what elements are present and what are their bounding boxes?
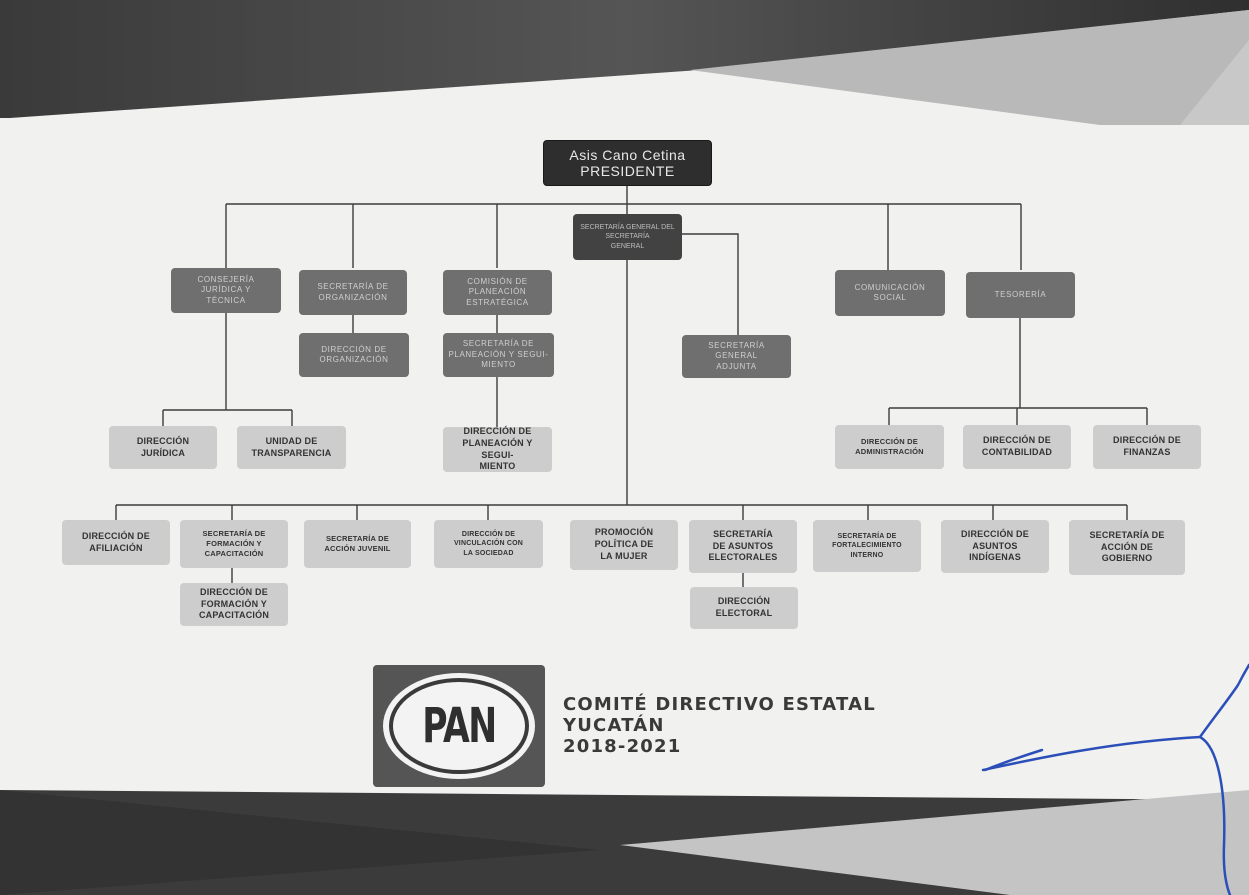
training-directorate-box: DIRECCIÓN DE FORMACIÓN Y CAPACITACIÓN (180, 583, 288, 626)
logo-text: PAN (422, 698, 497, 754)
committee-heading: COMITÉ DIRECTIVO ESTATAL YUCATÁN 2018-20… (563, 694, 876, 757)
society-liaison-directorate-box: DIRECCIÓN DE VINCULACIÓN CON LA SOCIEDAD (434, 520, 543, 568)
affiliation-directorate-box: DIRECCIÓN DE AFILIACIÓN (62, 520, 170, 565)
electoral-directorate-box: DIRECCIÓN ELECTORAL (690, 587, 798, 629)
pan-logo: PAN (373, 665, 545, 787)
deputy-general-secretariat-box: SECRETARÍA GENERAL ADJUNTA (682, 335, 791, 378)
strategic-planning-commission-box: COMISIÓN DE PLANEACIÓN ESTRATÉGICA (443, 270, 552, 315)
electoral-affairs-secretariat-box: SECRETARÍA DE ASUNTOS ELECTORALES (689, 520, 797, 573)
committee-line-2: YUCATÁN (563, 715, 665, 736)
internal-strengthening-secretariat-box: SECRETARÍA DE FORTALECIMIENTO INTERNO (813, 520, 921, 572)
top-banner (0, 0, 1249, 125)
general-secretariat-box: SECRETARÍA GENERAL DEL SECRETARÍA GENERA… (573, 214, 682, 260)
organization-directorate-box: DIRECCIÓN DE ORGANIZACIÓN (299, 333, 409, 377)
committee-line-1: COMITÉ DIRECTIVO ESTATAL (563, 694, 876, 715)
legal-directorate-box: DIRECCIÓN JURÍDICA (109, 426, 217, 469)
president-title: PRESIDENTE (580, 163, 675, 179)
treasury-box: TESORERÍA (966, 272, 1075, 318)
transparency-unit-box: UNIDAD DE TRANSPARENCIA (237, 426, 346, 469)
social-communication-box: COMUNICACIÓN SOCIAL (835, 270, 945, 316)
organization-secretariat-box: SECRETARÍA DE ORGANIZACIÓN (299, 270, 407, 315)
legal-counsel-box: CONSEJERÍA JURÍDICA Y TÉCNICA (171, 268, 281, 313)
planning-secretariat-box: SECRETARÍA DE PLANEACIÓN Y SEGUI- MIENTO (443, 333, 554, 377)
women-political-promotion-box: PROMOCIÓN POLÍTICA DE LA MUJER (570, 520, 678, 570)
finance-directorate-box: DIRECCIÓN DE FINANZAS (1093, 425, 1201, 469)
government-action-secretariat-box: SECRETARÍA DE ACCIÓN DE GOBIERNO (1069, 520, 1185, 575)
administration-directorate-box: DIRECCIÓN DE ADMINISTRACIÓN (835, 425, 944, 469)
president-box: Asis Cano Cetina PRESIDENTE (543, 140, 712, 186)
training-secretariat-box: SECRETARÍA DE FORMACIÓN Y CAPACITACIÓN (180, 520, 288, 568)
indigenous-affairs-directorate-box: DIRECCIÓN DE ASUNTOS INDÍGENAS (941, 520, 1049, 573)
committee-line-3: 2018-2021 (563, 736, 682, 757)
president-name: Asis Cano Cetina (569, 146, 686, 163)
bottom-banner (0, 790, 1249, 895)
logo-ring-icon (383, 673, 535, 779)
planning-directorate-box: DIRECCIÓN DE PLANEACIÓN Y SEGUI- MIENTO (443, 426, 552, 472)
youth-action-secretariat-box: SECRETARÍA DE ACCIÓN JUVENIL (304, 520, 411, 568)
accounting-directorate-box: DIRECCIÓN DE CONTABILIDAD (963, 425, 1071, 469)
